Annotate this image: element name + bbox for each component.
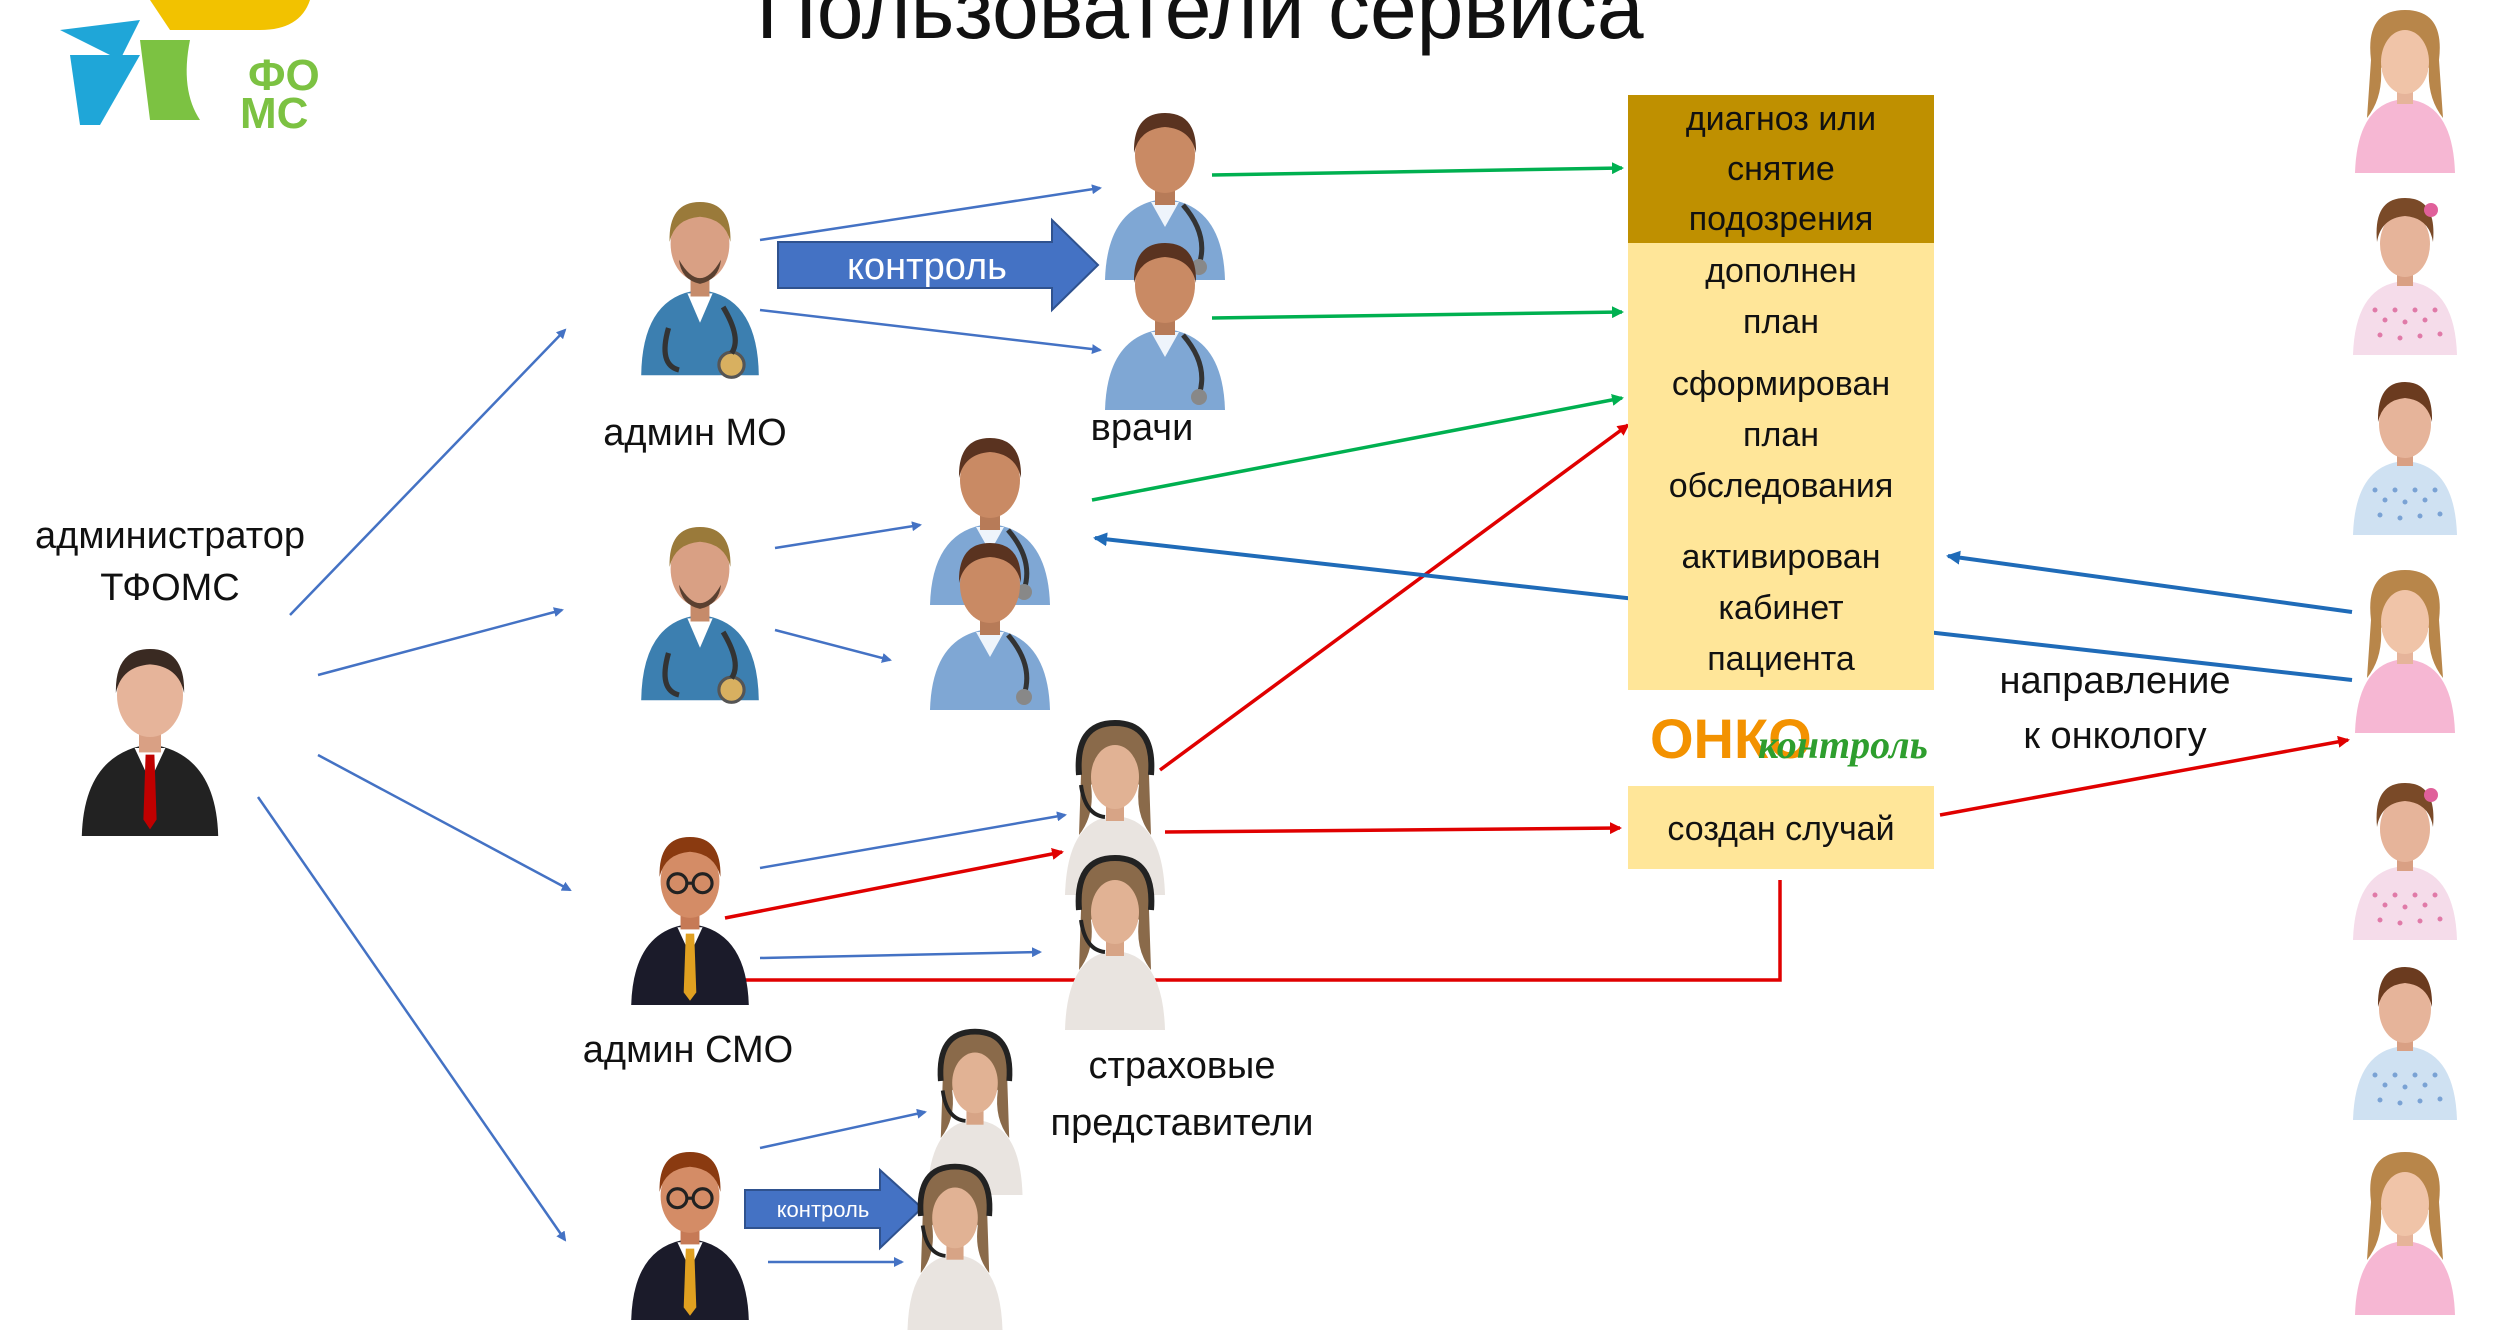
status-header-line-3: подозрения xyxy=(1689,200,1874,238)
arrow-operator-case xyxy=(1164,822,1622,835)
arrow-to-admin-mo-1 xyxy=(289,328,567,616)
operator-icon-4 xyxy=(908,1167,1003,1330)
arrow-to-admin-mo-2 xyxy=(317,607,564,677)
label-admin-mo: админ МО xyxy=(603,412,786,454)
label-doctors: врачи xyxy=(1091,407,1194,449)
control-arrow-big: контроль xyxy=(777,217,1100,313)
label-referral-2: к онкологу xyxy=(2023,715,2206,757)
arrow-doctor-exam-plan xyxy=(1091,393,1624,502)
admin-smo-icon-2 xyxy=(629,1150,751,1322)
label-admin-tfoms-2: ТФОМС xyxy=(100,567,240,609)
status-item-2-line-3: обследования xyxy=(1669,467,1894,505)
status-header-line-2: снятие xyxy=(1727,150,1835,188)
arrow-smo-operator-2 xyxy=(759,947,1042,960)
admin-tfoms-icon xyxy=(81,649,219,836)
admin-mo-icon-2 xyxy=(641,527,759,702)
status-item-3-line-1: активирован xyxy=(1682,538,1881,576)
label-admin-smo: админ СМО xyxy=(583,1029,793,1071)
arrow-operator-exam-plan xyxy=(1158,423,1630,772)
operator-icon-2 xyxy=(1065,858,1165,1030)
arrow-smo-operator-1 xyxy=(759,811,1067,870)
green-arrows xyxy=(1091,162,1624,502)
status-item-2-line-1: сформирован xyxy=(1672,365,1890,403)
foms-logo: ФО МС xyxy=(60,0,320,138)
label-insurance-1: страховые xyxy=(1088,1045,1275,1087)
logo-text-1: ФО xyxy=(248,51,320,100)
patient-icon-6 xyxy=(2353,967,2457,1120)
arrow-smo2-operator-1 xyxy=(759,1108,927,1150)
status-case-created: создан случай xyxy=(1667,810,1894,848)
admin-arrows xyxy=(256,184,1102,1267)
patient-icon-1 xyxy=(2355,10,2455,173)
red-arrows xyxy=(716,423,2350,986)
label-insurance-2: представители xyxy=(1051,1102,1314,1144)
arrow-doctor-plan xyxy=(1211,306,1624,320)
arrow-mo2-doctor-2 xyxy=(774,628,892,663)
patient-icon-3 xyxy=(2353,382,2457,535)
control-arrow-small: контроль xyxy=(744,1167,924,1251)
patient-icon-2 xyxy=(2353,198,2457,355)
patient-icon-7 xyxy=(2355,1152,2455,1315)
onko-brand-bg xyxy=(1628,690,1934,786)
kontrol-brand-word: контроль xyxy=(1758,722,1928,767)
arrow-case-to-smo xyxy=(716,880,1782,986)
status-item-2-line-2: план xyxy=(1743,416,1819,454)
arrow-mo-doctor-1 xyxy=(759,184,1102,242)
arrow-to-admin-smo-1 xyxy=(317,753,572,892)
label-referral-1: направление xyxy=(2000,660,2231,702)
admin-smo-icon-1 xyxy=(629,835,751,1007)
status-item-3-line-3: пациента xyxy=(1707,640,1855,678)
arrow-smo-operator-red xyxy=(724,848,1064,920)
control-label-big: контроль xyxy=(847,246,1007,288)
status-item-1-line-2: план xyxy=(1743,303,1819,341)
logo-text-2: МС xyxy=(240,89,308,138)
control-label-small: контроль xyxy=(777,1197,870,1222)
arrow-doctor-diagnosis xyxy=(1211,162,1624,177)
status-box: диагноз или снятие подозрения дополнен п… xyxy=(1628,95,1934,869)
status-header-bg xyxy=(1628,95,1934,243)
arrow-to-patient-referral xyxy=(1939,735,2350,817)
status-item-3-line-2: кабинет xyxy=(1718,589,1843,627)
patient-icon-5 xyxy=(2353,783,2457,940)
arrow-mo2-doctor-1 xyxy=(774,521,922,550)
status-item-1-line-1: дополнен xyxy=(1705,252,1857,290)
status-header-line-1: диагноз или xyxy=(1686,100,1876,138)
label-admin-tfoms-1: администратор xyxy=(35,515,305,557)
onko-brand-word: ОНКО xyxy=(1650,707,1812,770)
arrow-mo-doctor-2 xyxy=(759,308,1102,355)
arrow-to-admin-smo-2 xyxy=(256,796,567,1242)
patient-icon-4 xyxy=(2355,570,2455,733)
admin-mo-icon-1 xyxy=(641,202,759,377)
page-title: Пользователи сервиса xyxy=(756,0,1644,56)
arrow-patient-cabinet xyxy=(1946,550,2353,614)
